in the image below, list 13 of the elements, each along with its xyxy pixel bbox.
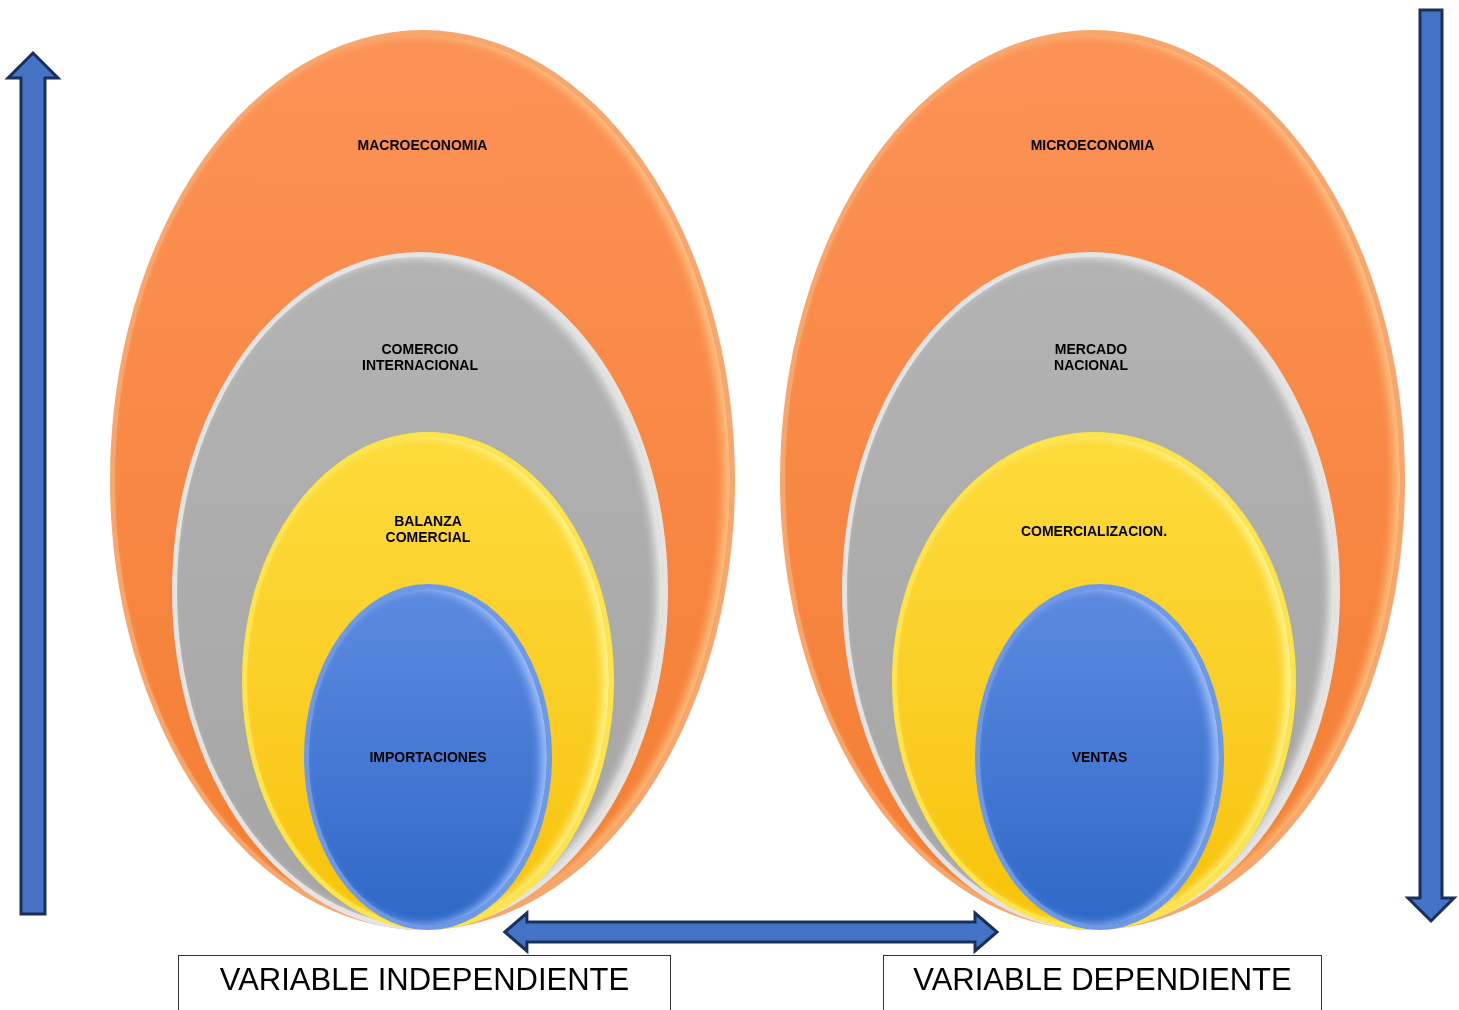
ellipse-label: MERCADO NACIONAL: [1053, 341, 1129, 373]
label-box: [178, 955, 671, 1010]
ellipse-label: VENTAS: [1071, 749, 1128, 765]
variable-label: VARIABLE INDEPENDIENTE: [219, 962, 630, 998]
label-box: [883, 955, 1322, 1010]
ellipse-label: COMERCIO INTERNACIONAL: [361, 341, 479, 373]
ellipse-label: IMPORTACIONES: [369, 749, 487, 765]
ellipse-label: MACROECONOMIA: [357, 137, 488, 153]
ellipse-label: BALANZA COMERCIAL: [384, 513, 472, 545]
ellipse-label: COMERCIALIZACION.: [1020, 523, 1168, 539]
variable-label: VARIABLE DEPENDIENTE: [913, 962, 1292, 998]
ellipse-label: MICROECONOMIA: [1030, 137, 1155, 153]
double-arrow: [502, 909, 1000, 955]
